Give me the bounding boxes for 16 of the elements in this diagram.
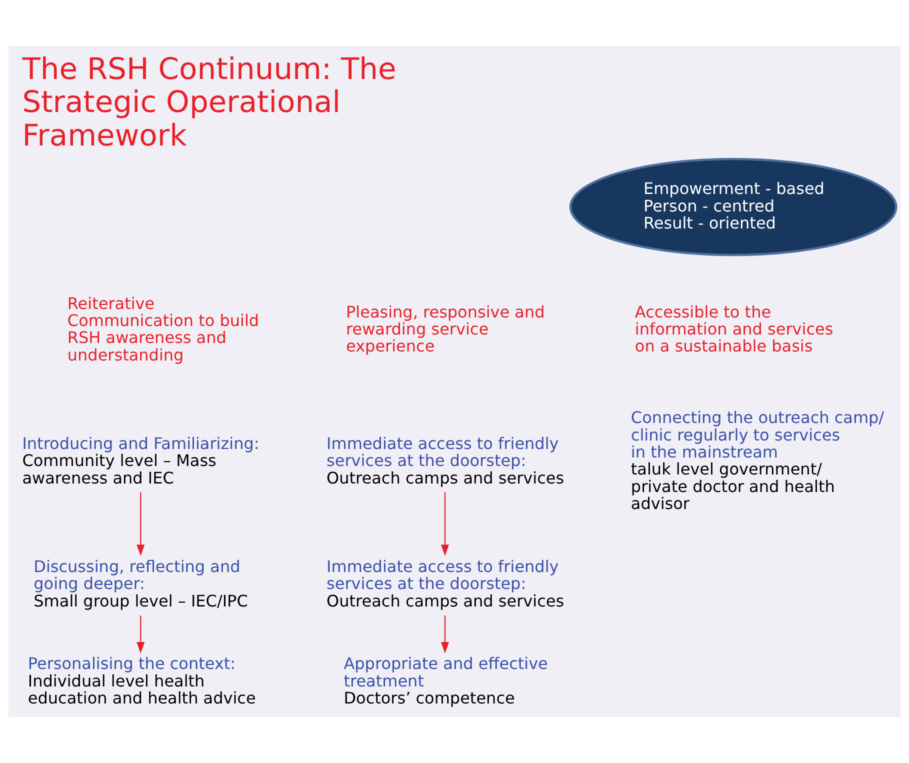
node-text: Immediate access to friendly services at the doorstep: Outreach camps and services [326,434,564,488]
node-text: Introducing and Familiarizing: Community level – Mass awareness and IEC [22,434,260,488]
node-text: Connecting the outreach camp/ clinic regularly to services in the mainstream taluk level government/ private doctor and health advisor [630,408,884,513]
label: Pleasing, responsive and rewarding service experience [346,302,545,356]
arrow [440,616,449,654]
arrow [136,492,145,556]
label: Reiterative Communication to build RSH awareness and understanding [67,294,260,364]
node-text: Discussing, reflecting and going deeper: Small group level – IEC/IPC [34,556,248,610]
node-text: Personalising the context: Individual level health education and health advice [28,654,256,708]
node-text: Appropriate and effective treatment Doctors’ competence [344,654,548,708]
node-ellipse: Empowerment - based Person - centred Result - oriented [569,158,898,256]
arrow [440,492,449,556]
node-text: Immediate access to friendly services at the doorstep: Outreach camps and services [326,556,564,610]
diagram-title: The RSH Continuum: The Strategic Operational Framework [22,52,396,154]
label: Accessible to the information and services on a sustainable basis [634,302,834,356]
arrow [136,616,145,654]
